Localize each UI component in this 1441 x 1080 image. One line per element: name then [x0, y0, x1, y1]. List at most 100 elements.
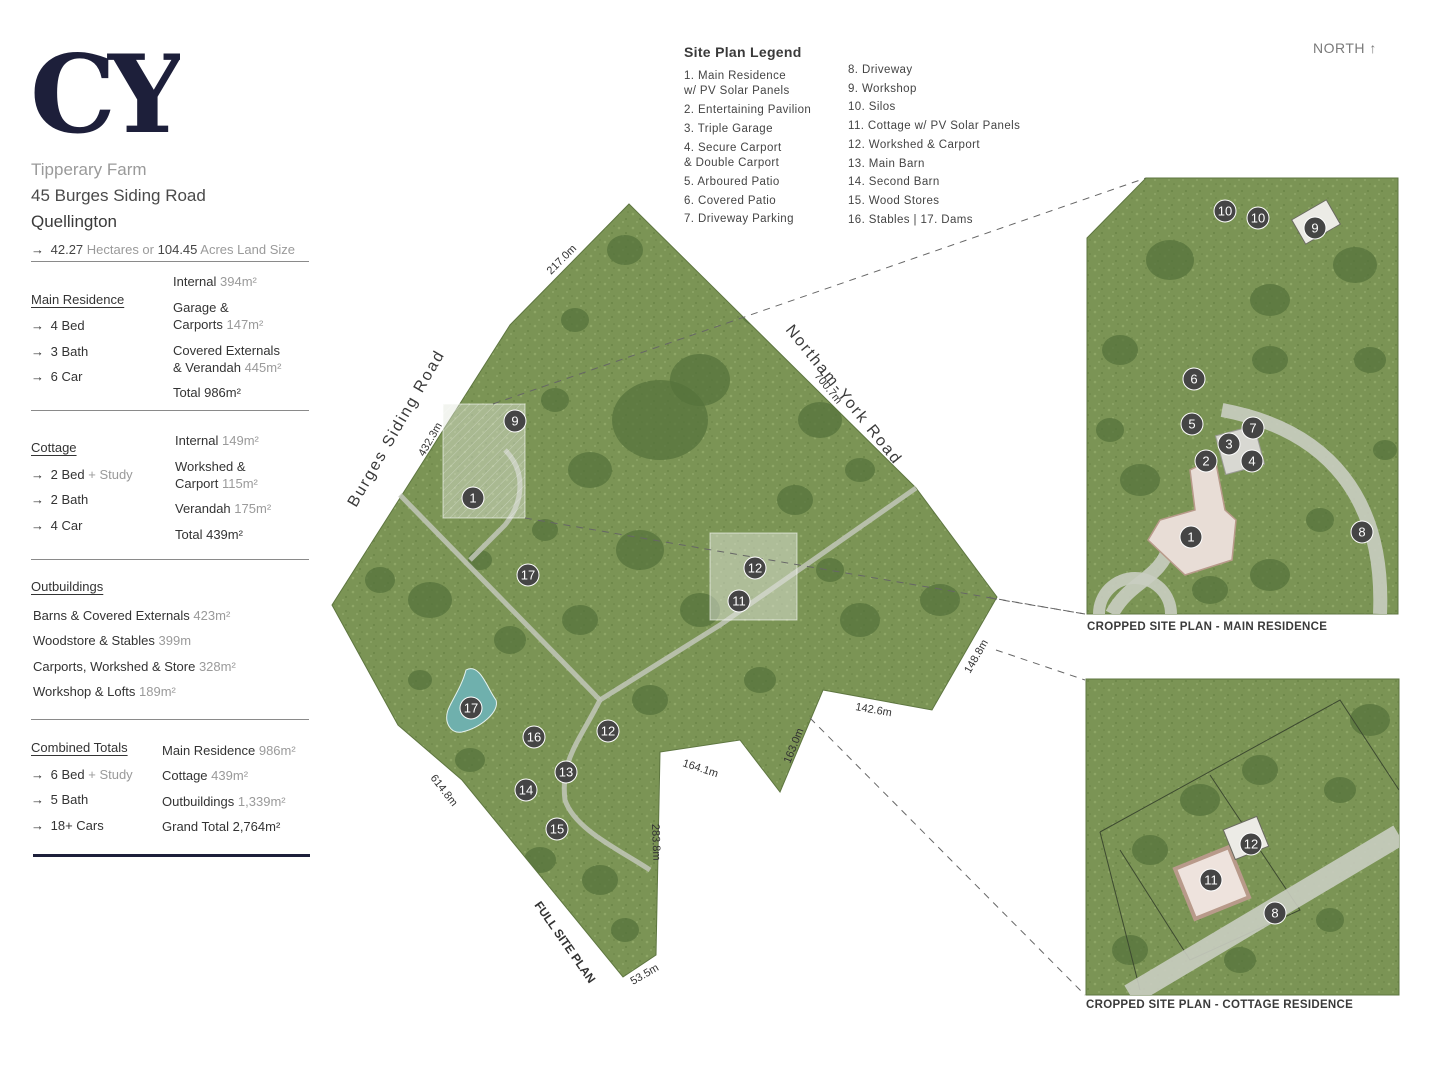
svg-text:17: 17 [521, 568, 535, 583]
svg-text:9: 9 [1311, 221, 1318, 236]
svg-text:8: 8 [1358, 525, 1365, 540]
divider [31, 719, 309, 720]
legend-item: 8. Driveway [848, 64, 913, 76]
map-marker[interactable]: 13 [554, 760, 578, 784]
map-marker[interactable]: 15 [545, 817, 569, 841]
bottom-bar [33, 854, 310, 857]
map-marker[interactable]: 10 [1246, 206, 1270, 230]
legend-title: Site Plan Legend [684, 44, 802, 60]
cottage-feature-bath: → 2 Bath [31, 492, 89, 507]
legend-item: 7. Driveway Parking [684, 213, 794, 225]
map-marker[interactable]: 16 [522, 725, 546, 749]
main-residence-title: Main Residence [31, 292, 125, 307]
map-marker[interactable]: 11 [1199, 868, 1223, 892]
combined-feature-car: → 18+ Cars [31, 818, 104, 833]
arrow-right-icon: → [31, 467, 44, 482]
cy-logo: CY [30, 40, 180, 145]
map-marker[interactable]: 1 [1179, 525, 1203, 549]
legend-item: & Double Carport [684, 157, 780, 169]
map-marker[interactable]: 10 [1213, 199, 1237, 223]
combined-area-grand-total: Grand Total 2,764m² [162, 819, 281, 834]
map-marker[interactable]: 12 [596, 719, 620, 743]
map-marker[interactable]: 2 [1194, 449, 1218, 473]
main-area-internal: Internal 394m² [173, 274, 257, 289]
map-marker[interactable]: 17 [516, 563, 540, 587]
map-marker[interactable]: 7 [1241, 416, 1265, 440]
map-marker[interactable]: 6 [1182, 367, 1206, 391]
legend-item: 16. Stables | 17. Dams [848, 214, 973, 226]
legend-item: 13. Main Barn [848, 158, 925, 170]
tree-canopy [1112, 704, 1390, 973]
main-feature-bath: → 3 Bath [31, 344, 89, 359]
legend-item: 9. Workshop [848, 83, 917, 95]
svg-text:12: 12 [748, 561, 762, 576]
svg-text:9: 9 [511, 414, 518, 429]
legend-item: w/ PV Solar Panels [684, 85, 790, 97]
logo-text: CY [30, 40, 180, 145]
legend-item: 14. Second Barn [848, 176, 940, 188]
property-name: Tipperary Farm [31, 160, 147, 179]
connector-lines [492, 177, 1147, 996]
svg-text:7: 7 [1249, 421, 1256, 436]
land-size: → 42.27 Hectares or 104.45 Acres Land Si… [31, 242, 309, 262]
map-marker[interactable]: 14 [514, 778, 538, 802]
svg-text:10: 10 [1218, 204, 1232, 219]
map-marker[interactable]: 4 [1240, 449, 1264, 473]
caption-main-residence: CROPPED SITE PLAN - MAIN RESIDENCE [1087, 621, 1328, 633]
svg-text:2: 2 [1202, 454, 1209, 469]
map-marker[interactable]: 9 [503, 409, 527, 433]
svg-text:14: 14 [519, 783, 533, 798]
map-marker[interactable]: 12 [743, 556, 767, 580]
arrow-right-icon: → [31, 818, 44, 833]
map-marker[interactable]: 17 [459, 696, 483, 720]
main-residence-building [1147, 456, 1237, 576]
legend-item: 10. Silos [848, 101, 896, 113]
north-indicator: NORTH ↑ [1313, 40, 1377, 56]
dimension-label: 164.1m [681, 757, 720, 780]
svg-text:16: 16 [527, 730, 541, 745]
main-area-garage: Garage &Carports 147m² [173, 300, 264, 332]
property-town: Quellington [31, 212, 118, 231]
combined-area-main: Main Residence 986m² [162, 743, 296, 758]
svg-text:12: 12 [601, 724, 615, 739]
svg-text:12: 12 [1244, 837, 1258, 852]
svg-text:3: 3 [1225, 437, 1232, 452]
svg-text:5: 5 [1188, 417, 1195, 432]
arrow-right-icon: → [31, 792, 44, 807]
svg-text:15: 15 [550, 822, 564, 837]
cottage-area-internal: Internal 149m² [175, 433, 259, 448]
map-marker[interactable]: 8 [1350, 520, 1374, 544]
svg-text:13: 13 [559, 765, 573, 780]
tree-canopy [1096, 240, 1397, 604]
map-marker[interactable]: 12 [1239, 832, 1263, 856]
combined-feature-bath: → 5 Bath [31, 792, 89, 807]
svg-text:1: 1 [469, 491, 476, 506]
svg-text:11: 11 [732, 594, 746, 609]
svg-text:11: 11 [1204, 873, 1218, 888]
inset-main-residence [1086, 177, 1399, 615]
map-marker[interactable]: 3 [1217, 432, 1241, 456]
combined-feature-bed: → 6 Bed + Study [31, 767, 133, 782]
cottage-area-total: Total 439m² [175, 527, 243, 542]
map-marker[interactable]: 1 [461, 486, 485, 510]
map-marker[interactable]: 5 [1180, 412, 1204, 436]
map-marker[interactable]: 11 [727, 589, 751, 613]
legend-item: 3. Triple Garage [684, 123, 773, 135]
dimension-label: 283.8m [649, 824, 662, 861]
outbuilding-item: Workshop & Lofts 189m² [33, 684, 176, 699]
dimension-label: 142.6m [854, 701, 892, 719]
divider [31, 410, 309, 411]
main-feature-bed: → 4 Bed [31, 318, 85, 333]
svg-text:4: 4 [1248, 454, 1255, 469]
legend-item: 12. Workshed & Carport [848, 139, 980, 151]
combined-title: Combined Totals [31, 740, 128, 755]
main-area-externals: Covered Externals& Verandah 445m² [173, 343, 282, 375]
legend-item: 4. Secure Carport [684, 142, 782, 154]
svg-text:6: 6 [1190, 372, 1197, 387]
arrow-right-icon: → [31, 318, 44, 333]
main-area-total: Total 986m² [173, 385, 241, 400]
map-marker[interactable]: 9 [1303, 216, 1327, 240]
outbuilding-item: Carports, Workshed & Store 328m² [33, 659, 236, 674]
map-marker[interactable]: 8 [1263, 901, 1287, 925]
